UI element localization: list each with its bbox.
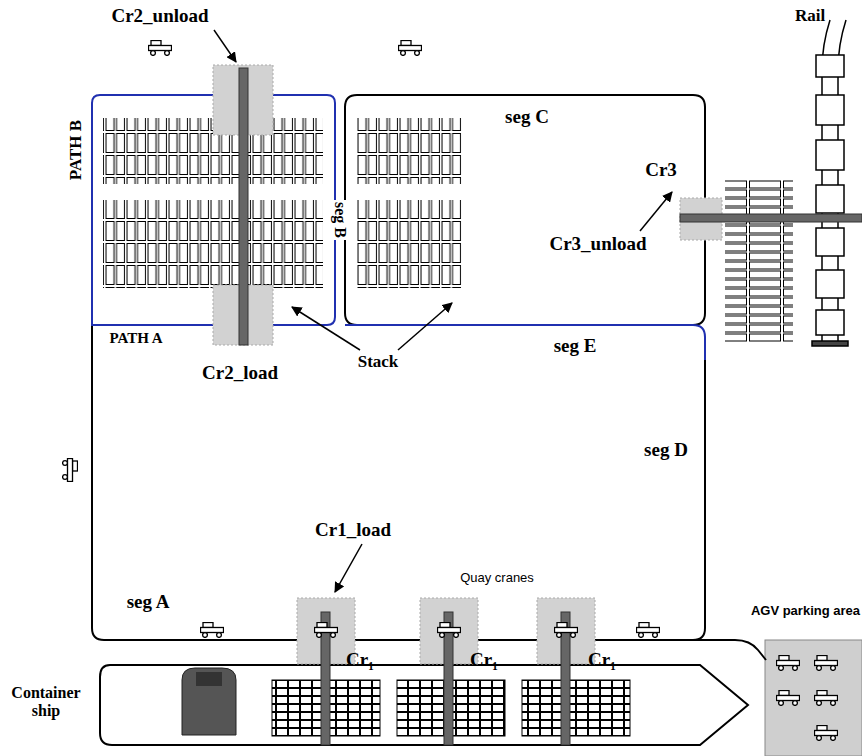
- container-ship: [100, 665, 748, 745]
- map-label: Cr3_unload: [549, 234, 646, 255]
- gantry-crane: [213, 65, 273, 345]
- seg-e-line: [345, 325, 705, 360]
- crane-bar: [680, 214, 862, 222]
- agv: [815, 656, 838, 671]
- agv: [637, 623, 660, 638]
- quay-cranes: [297, 598, 595, 745]
- area-heading: AGV parking area: [744, 603, 862, 618]
- leader-arrow: [335, 544, 362, 592]
- map-label: Cr₁: [470, 650, 498, 671]
- agv: [399, 41, 422, 56]
- agv: [315, 623, 338, 638]
- rail-car: [816, 140, 844, 170]
- map-label: Container ship: [2, 684, 90, 719]
- rail-car: [816, 270, 844, 298]
- map-label: seg B: [331, 200, 349, 240]
- container-stacks: [103, 118, 793, 342]
- agv: [149, 41, 172, 56]
- map-label: PATH A: [109, 330, 162, 347]
- block-outline: [345, 95, 705, 325]
- crane-bar: [239, 68, 248, 345]
- map-label: Cr3: [645, 160, 677, 181]
- agv: [815, 726, 838, 741]
- agv: [63, 459, 78, 482]
- seg-d-line: [693, 360, 705, 640]
- agv: [438, 623, 461, 638]
- parking-area: [765, 640, 862, 756]
- rail-car: [816, 185, 844, 213]
- map-label: Cr2_load: [202, 363, 278, 384]
- stack-block: [357, 200, 462, 288]
- rail-crane: [680, 198, 862, 240]
- agv: [815, 691, 838, 706]
- rail-car: [816, 310, 844, 335]
- rail-track: [812, 20, 848, 346]
- map-label: Cr2_unload: [111, 6, 208, 27]
- parking-area-box: AGV parking area: [744, 603, 862, 756]
- rail-car: [816, 55, 844, 77]
- agv: [777, 691, 800, 706]
- road-network: [92, 95, 766, 660]
- map-label: Stack: [358, 353, 399, 372]
- stack-block: [357, 118, 462, 184]
- map-label: Cr₁: [346, 650, 374, 671]
- rail-car: [816, 95, 844, 125]
- leader-arrow: [640, 192, 672, 231]
- agv: [201, 623, 224, 638]
- map-label: seg D: [644, 440, 688, 461]
- rail-car: [816, 228, 844, 256]
- leader-arrow: [398, 303, 452, 350]
- map-label: seg A: [127, 592, 170, 613]
- ship-bridge: [182, 668, 236, 735]
- agv: [555, 623, 578, 638]
- map-label: seg C: [505, 107, 549, 128]
- rail-stack-block: [725, 180, 793, 342]
- map-label: seg E: [554, 336, 597, 357]
- rail-buffer: [812, 341, 848, 346]
- agv-fleet: [63, 41, 838, 741]
- agv: [777, 656, 800, 671]
- leader-arrow: [292, 307, 360, 350]
- leader-lines: [214, 30, 672, 592]
- stack-block: [103, 200, 323, 288]
- ship-bridge-top: [196, 672, 222, 686]
- leader-arrow: [214, 30, 236, 62]
- map-label: Cr1_load: [315, 520, 391, 541]
- map-label: PATH B: [67, 120, 86, 180]
- map-label: Quay cranes: [460, 571, 534, 585]
- ship-hull: [100, 665, 748, 745]
- map-label: Rail: [795, 7, 825, 26]
- ship-bay: [522, 680, 630, 736]
- map-label: Cr₁: [588, 650, 616, 671]
